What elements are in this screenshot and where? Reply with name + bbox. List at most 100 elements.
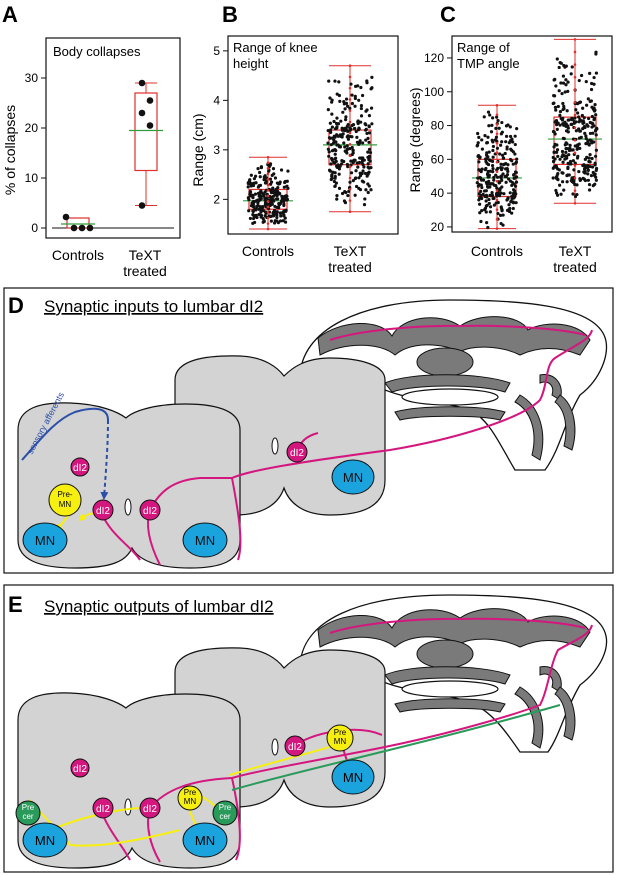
data-point (359, 103, 364, 108)
data-point (343, 149, 347, 153)
data-point (333, 152, 337, 156)
y-tick-label: 3 (213, 143, 220, 157)
dI2-cell (284, 735, 306, 757)
data-point (592, 106, 596, 110)
whisker-marker (266, 216, 270, 220)
data-point (345, 162, 349, 167)
data-point (586, 178, 590, 182)
mn-label: MN (35, 833, 55, 848)
data-point (573, 116, 577, 120)
data-point (569, 72, 573, 76)
data-point (560, 91, 564, 96)
data-point (351, 160, 355, 165)
precerebellar-cell (212, 800, 238, 826)
data-point (327, 168, 332, 172)
data-point (349, 127, 353, 131)
data-point (557, 168, 561, 172)
motoneuron-pool (331, 459, 375, 495)
data-point (510, 183, 514, 188)
dI2-cell (92, 797, 114, 819)
data-point (563, 157, 567, 161)
data-point (354, 184, 359, 189)
data-point (559, 192, 563, 196)
data-point (351, 148, 355, 152)
data-point (500, 153, 505, 157)
data-point (508, 206, 512, 211)
premn-label-1: Pre- (57, 490, 72, 499)
data-point (494, 126, 498, 130)
data-point (508, 134, 513, 139)
data-point (487, 179, 491, 183)
data-point (479, 178, 484, 182)
data-point (492, 196, 496, 200)
data-point (568, 143, 572, 147)
data-point (575, 156, 580, 160)
data-point (594, 178, 598, 182)
data-point (331, 170, 335, 174)
data-point (511, 201, 516, 205)
dI2-cell-label: dI2 (96, 804, 110, 815)
data-point (578, 146, 582, 151)
data-point (282, 185, 286, 189)
data-point (356, 121, 360, 126)
whisker-marker (266, 211, 270, 214)
data-point (569, 122, 573, 126)
data-point (555, 193, 560, 197)
panel-c-xlabel-treated: treated (553, 259, 597, 275)
data-point (337, 80, 341, 84)
data-point (359, 114, 364, 118)
data-point (477, 135, 481, 140)
data-point (565, 142, 569, 146)
data-point (482, 208, 487, 212)
data-point (588, 138, 592, 142)
data-point (248, 216, 253, 221)
data-point (270, 173, 274, 177)
panel-e-letter: E (8, 592, 23, 617)
data-point (335, 194, 339, 198)
panel-b-xlabel-treated: treated (328, 259, 372, 275)
data-point (583, 178, 588, 183)
data-point (568, 146, 572, 150)
data-point (510, 137, 514, 141)
data-point (347, 189, 351, 193)
whisker-marker (573, 101, 577, 104)
data-point (564, 150, 568, 154)
data-point (584, 136, 588, 141)
data-point (587, 116, 591, 121)
data-point (511, 140, 515, 144)
data-point (251, 212, 255, 217)
data-point (370, 122, 374, 126)
data-point (552, 145, 556, 149)
data-point (496, 166, 500, 170)
data-point (334, 159, 338, 164)
data-point (481, 192, 485, 196)
data-point (504, 167, 508, 171)
data-point (554, 108, 558, 112)
whisker-marker (348, 109, 352, 112)
data-point (590, 156, 594, 161)
data-point (364, 138, 368, 142)
data-point (271, 210, 276, 214)
data-point (354, 176, 358, 180)
data-point (513, 134, 517, 138)
panel-d-title: Synaptic inputs to lumbar dI2 (44, 297, 263, 316)
data-point (494, 191, 499, 196)
data-point (510, 211, 514, 215)
data-point (272, 199, 276, 203)
data-point (368, 159, 372, 163)
data-point (486, 185, 490, 189)
data-point (340, 128, 345, 132)
data-point (504, 134, 509, 138)
mn-label: MN (343, 470, 363, 485)
data-point (267, 214, 272, 218)
data-point (555, 57, 559, 61)
data-point (556, 154, 560, 158)
data-point (594, 166, 599, 171)
data-point (354, 169, 358, 173)
dI2-axon-paths (99, 617, 593, 863)
data-point (578, 129, 582, 133)
data-point (556, 104, 560, 109)
data-point (351, 151, 355, 155)
